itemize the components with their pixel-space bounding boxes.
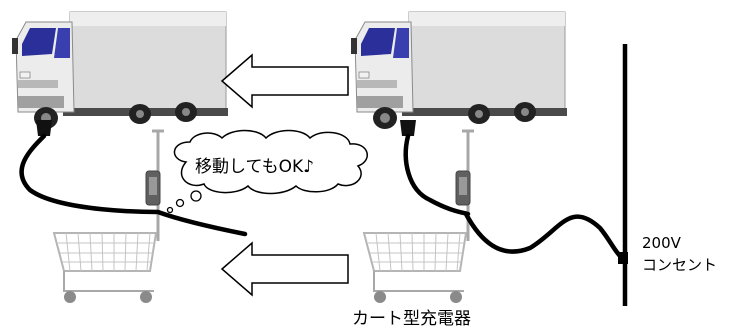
cart-charger-left-icon [52, 129, 166, 305]
thought-dot-large-icon [190, 190, 202, 202]
charger-label: カート型充電器 [352, 309, 471, 329]
bottom-left-arrow-icon [221, 242, 349, 296]
thought-dot-medium-icon [175, 198, 185, 208]
thought-dot-small-icon [166, 206, 174, 214]
cable-right-truck [403, 133, 471, 217]
cart-charger-right-icon [362, 129, 476, 305]
outlet-label: 200V コンセント [642, 232, 717, 276]
truck-right-icon [350, 11, 568, 130]
thought-bubble-icon [173, 129, 368, 195]
top-left-arrow-icon [221, 54, 349, 108]
outlet-name-label: コンセント [642, 256, 718, 274]
cable-left [19, 133, 248, 237]
outlet-socket-icon [618, 252, 628, 264]
plug-left-icon [36, 120, 52, 136]
bubble-text: 移動してもOK♪ [195, 157, 315, 177]
outlet-voltage-label: 200V [642, 234, 681, 252]
cable-right-outlet [463, 211, 625, 261]
truck-left-icon [11, 11, 229, 130]
plug-right-icon [400, 120, 416, 136]
